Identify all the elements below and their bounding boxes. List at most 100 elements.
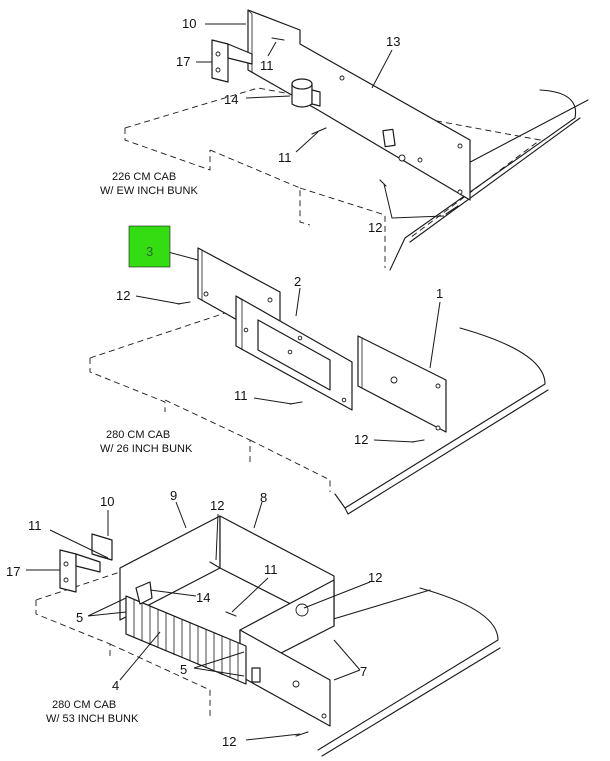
part-14-tab bbox=[311, 89, 321, 107]
part-17-flange bbox=[75, 553, 101, 573]
part-2-opening bbox=[257, 319, 331, 391]
label-12c: 12 bbox=[222, 734, 236, 749]
mid-rail-edge bbox=[344, 327, 546, 509]
label-11: 11 bbox=[234, 388, 248, 403]
top-floor-edge bbox=[124, 128, 211, 171]
leader-12 bbox=[135, 295, 181, 305]
screw-shaft bbox=[311, 127, 327, 135]
mid-rail-lower bbox=[347, 389, 549, 515]
mid-floor-top-left bbox=[89, 307, 241, 359]
bot-caption-line2: W/ 53 INCH BUNK bbox=[46, 713, 139, 725]
label-17: 17 bbox=[6, 564, 20, 579]
top-bolt bbox=[398, 154, 406, 162]
screw-shaft bbox=[271, 37, 285, 41]
part-1-panel bbox=[357, 335, 447, 433]
label-5b: 5 bbox=[180, 662, 187, 677]
label-11: 11 bbox=[28, 518, 42, 533]
top-hole bbox=[339, 75, 345, 81]
label-9: 9 bbox=[170, 488, 177, 503]
screw-shaft bbox=[379, 179, 387, 187]
bot-floor-top bbox=[35, 571, 121, 601]
leader-12 bbox=[383, 183, 445, 219]
label-14: 14 bbox=[196, 590, 210, 605]
label-1: 1 bbox=[436, 286, 443, 301]
leader-11b bbox=[295, 131, 319, 153]
part-17-bracket bbox=[59, 549, 77, 593]
label-3: 3 bbox=[146, 244, 153, 259]
part-1-hole bbox=[435, 383, 441, 389]
part-4-grille bbox=[125, 595, 247, 685]
screw-shaft bbox=[295, 731, 309, 737]
label-12b: 12 bbox=[368, 570, 382, 585]
bottom-assembly: 10 9 12 8 11 17 11 12 14 5 4 5 7 12 280 … bbox=[6, 488, 501, 757]
label-11b: 11 bbox=[278, 150, 292, 165]
leader-2 bbox=[295, 287, 301, 317]
leader-11 bbox=[49, 529, 109, 559]
leader-5b bbox=[193, 651, 245, 677]
bot-floor-mid bbox=[109, 643, 211, 716]
leader-11b bbox=[231, 577, 269, 613]
grille-slats bbox=[133, 600, 239, 681]
highlight-callout-3[interactable] bbox=[128, 225, 171, 268]
part-2-edge bbox=[235, 295, 243, 350]
part-7-bolt bbox=[292, 680, 300, 688]
top-hole bbox=[457, 189, 463, 195]
label-10: 10 bbox=[100, 494, 114, 509]
part-14-top bbox=[291, 78, 313, 90]
leader-9 bbox=[175, 501, 187, 529]
label-12: 12 bbox=[368, 220, 382, 235]
leader-12b bbox=[303, 581, 371, 609]
leader-12 bbox=[215, 513, 219, 561]
mid-hole bbox=[267, 297, 273, 303]
mid-floor-rear bbox=[249, 439, 331, 492]
part-17-bracket bbox=[211, 39, 229, 83]
frame-hole bbox=[243, 327, 249, 333]
top-rail-lower bbox=[409, 117, 581, 243]
top-caption-line1: 226 CM CAB bbox=[112, 171, 176, 183]
part-13-edge bbox=[247, 9, 253, 72]
leader-3 bbox=[167, 251, 199, 261]
leader-13 bbox=[371, 49, 393, 89]
label-12: 12 bbox=[116, 288, 130, 303]
mid-hole bbox=[203, 291, 209, 297]
leader-14 bbox=[245, 95, 291, 99]
label-14: 14 bbox=[224, 92, 238, 107]
bot-rail-edge bbox=[317, 587, 499, 751]
screw-shaft bbox=[225, 611, 237, 617]
bracket-hole bbox=[63, 561, 69, 567]
top-caption-line2: W/ EW INCH BUNK bbox=[100, 185, 198, 197]
leader-1 bbox=[429, 301, 441, 369]
middle-assembly: 3 12 2 1 11 12 280 CM CAB W/ 26 INCH BUN… bbox=[89, 225, 549, 515]
label-8: 8 bbox=[260, 490, 267, 505]
leader-11 bbox=[267, 41, 277, 57]
frame-hole bbox=[297, 335, 303, 341]
label-5: 5 bbox=[76, 610, 83, 625]
bracket-hole bbox=[215, 67, 221, 73]
mid-caption-line1: 280 CM CAB bbox=[106, 429, 170, 441]
leader-8 bbox=[253, 501, 263, 529]
label-7: 7 bbox=[360, 664, 367, 679]
bot-floor-left bbox=[35, 600, 111, 656]
top-rail-edge bbox=[389, 89, 577, 271]
leader-4 bbox=[119, 631, 161, 681]
top-hole bbox=[417, 157, 423, 163]
label-13: 13 bbox=[386, 34, 400, 49]
part-17-flange bbox=[227, 43, 253, 65]
part-1-bolt bbox=[390, 376, 398, 384]
label-11b: 11 bbox=[264, 562, 278, 577]
bot-rail-lower bbox=[321, 647, 501, 757]
part-1-edge bbox=[357, 335, 363, 388]
label-10: 10 bbox=[182, 16, 196, 31]
label-12b: 12 bbox=[354, 432, 368, 447]
bracket-hole bbox=[215, 51, 221, 57]
frame-hole bbox=[287, 349, 293, 355]
screw-shaft bbox=[209, 561, 221, 569]
frame-hole bbox=[341, 397, 347, 403]
label-4: 4 bbox=[112, 678, 119, 693]
screw-shaft bbox=[445, 205, 459, 215]
leader-5 bbox=[87, 597, 127, 617]
part-3-edge bbox=[197, 247, 203, 300]
bot-access-slot bbox=[251, 667, 261, 683]
